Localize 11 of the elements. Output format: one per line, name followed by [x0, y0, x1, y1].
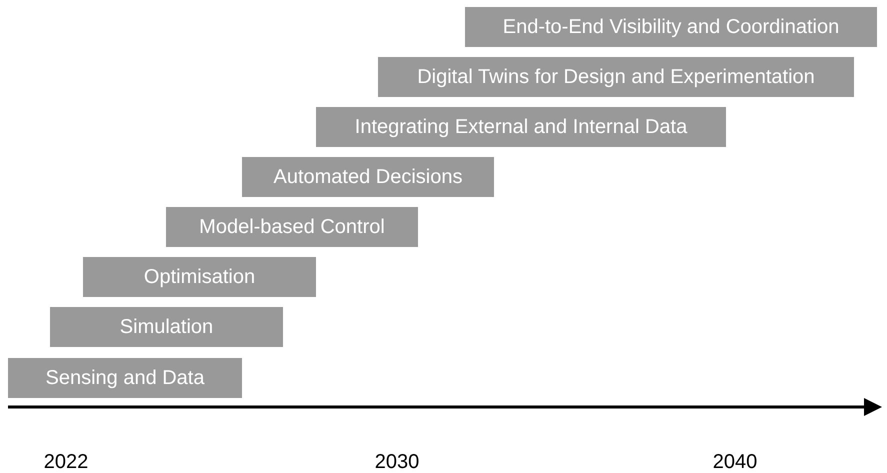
year-label: 2040 — [712, 451, 758, 473]
timeline-bar: Optimisation — [83, 257, 316, 297]
timeline-bar: Digital Twins for Design and Experimentation — [378, 57, 854, 97]
timeline-bar: Sensing and Data — [8, 358, 242, 398]
timeline-bar: End-to-End Visibility and Coordination — [465, 7, 877, 47]
timeline-bar: Simulation — [50, 307, 283, 347]
timeline-bar: Integrating External and Internal Data — [316, 107, 726, 147]
timeline-bar: Automated Decisions — [242, 157, 494, 197]
year-label: 2030 — [374, 451, 420, 473]
year-label: 2022 — [44, 451, 88, 473]
timeline-bar: Model-based Control — [166, 207, 418, 247]
